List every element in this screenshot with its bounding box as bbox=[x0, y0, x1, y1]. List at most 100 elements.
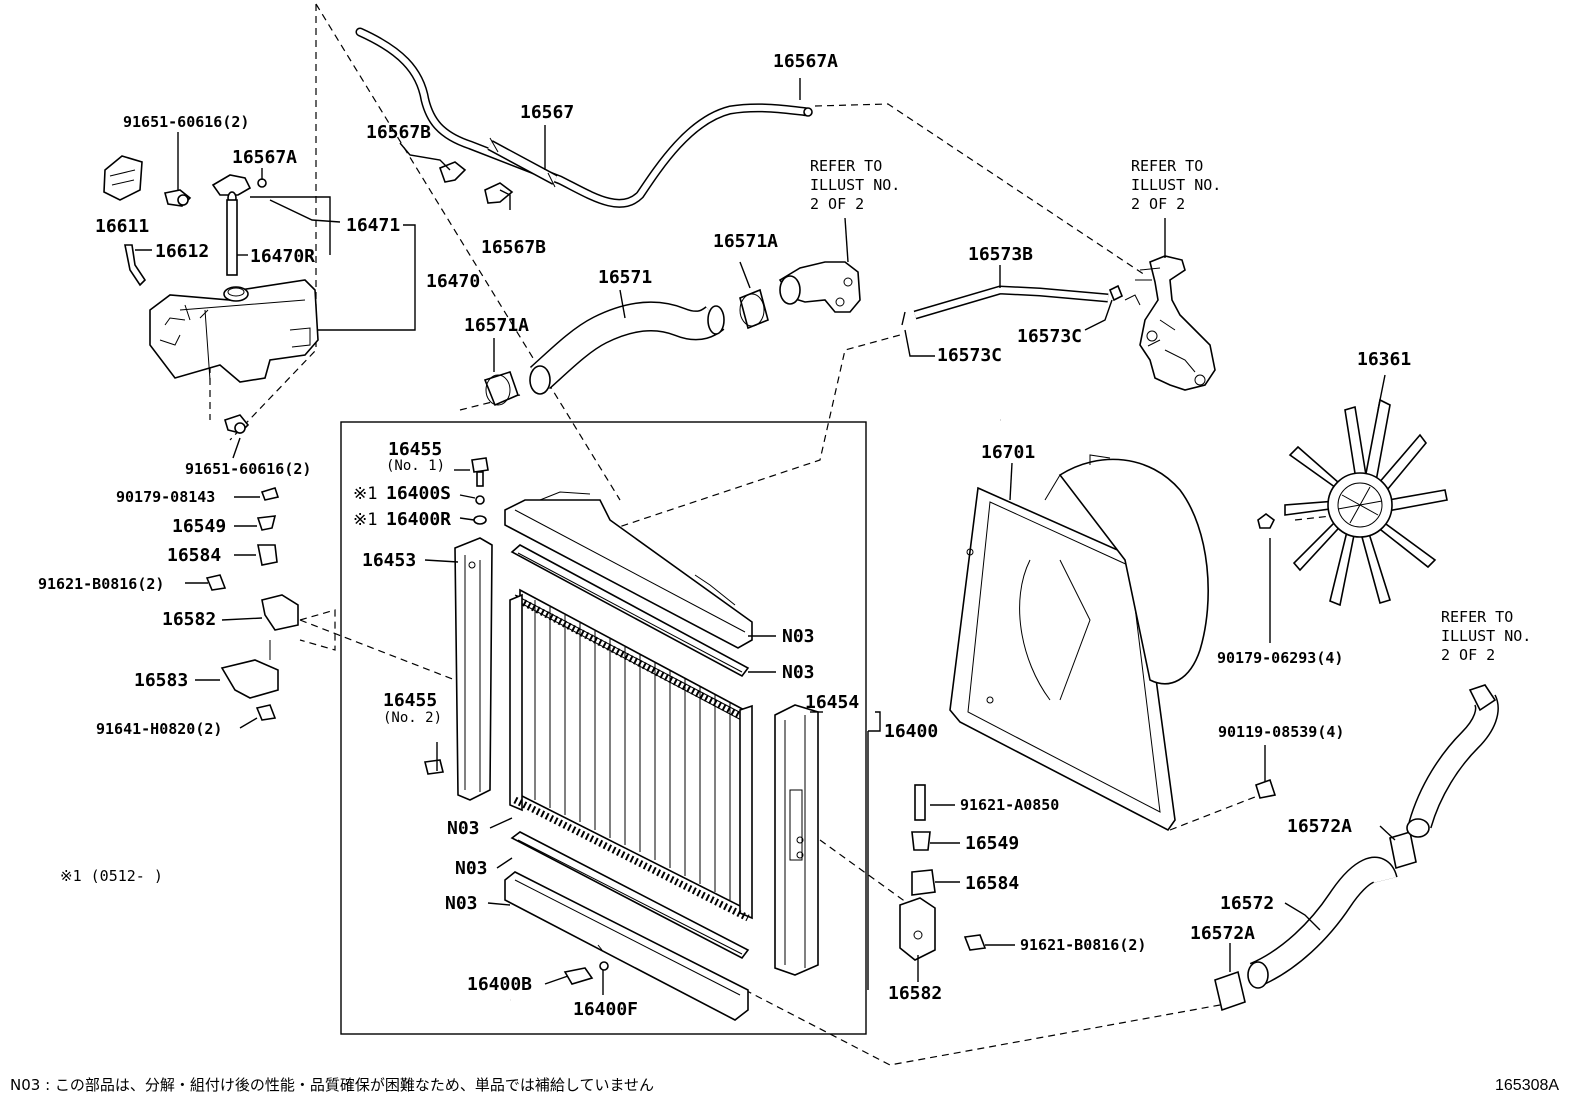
label-16454: 16454 bbox=[805, 692, 859, 713]
label-16573B: 16573B bbox=[968, 244, 1033, 265]
label-16455-no1: 16455 bbox=[388, 439, 442, 460]
part-labels: 16567A 16567 91651-60616(2) 16567B 16567… bbox=[38, 51, 1411, 1020]
label-16567A-top: 16567A bbox=[773, 51, 838, 72]
label-16361: 16361 bbox=[1357, 349, 1411, 370]
hose-16573B bbox=[901, 284, 1124, 326]
refer2-line2: ILLUST NO. bbox=[1131, 176, 1221, 194]
refer3-line3: 2 OF 2 bbox=[1441, 646, 1495, 664]
support-16453 bbox=[454, 537, 493, 801]
legend-note: N03 : この部品は、分解・組付け後の性能・品質確保が困難なため、単品では補給… bbox=[10, 1076, 654, 1094]
refer-note-1: REFER TO ILLUST NO. 2 OF 2 bbox=[810, 157, 900, 213]
label-16584-b: 16584 bbox=[965, 873, 1019, 894]
mark-16400S: ※1 bbox=[353, 484, 377, 504]
refer3-line2: ILLUST NO. bbox=[1441, 627, 1531, 645]
label-16470R: 16470R bbox=[250, 246, 315, 267]
solid-leaders bbox=[185, 78, 1396, 995]
label-16572A-a: 16572A bbox=[1287, 816, 1352, 837]
label-16572A-b: 16572A bbox=[1190, 923, 1255, 944]
label-16400: 16400 bbox=[884, 721, 938, 742]
label-16549-a: 16549 bbox=[172, 516, 226, 537]
radiator-frame-box bbox=[340, 421, 867, 1035]
water-inlet-pipe bbox=[1406, 684, 1499, 838]
label-16573C-b: 16573C bbox=[937, 345, 1002, 366]
label-16567: 16567 bbox=[520, 102, 574, 123]
label-16455-no2: 16455 bbox=[383, 690, 437, 711]
refer1-line2: ILLUST NO. bbox=[810, 176, 900, 194]
label-16582-b: 16582 bbox=[888, 983, 942, 1004]
label-no1: (No. 1) bbox=[386, 458, 445, 474]
label-90179-06293: 90179-06293(4) bbox=[1217, 649, 1343, 667]
label-16453: 16453 bbox=[362, 550, 416, 571]
bracket-16611 bbox=[103, 155, 192, 207]
hose-16567 bbox=[355, 27, 813, 208]
label-16400F: 16400F bbox=[573, 999, 638, 1020]
leaders-topleft bbox=[135, 132, 511, 459]
label-91641-H0820: 91641-H0820(2) bbox=[96, 720, 222, 738]
label-16400R: 16400R bbox=[386, 509, 451, 530]
refer3-line1: REFER TO bbox=[1441, 608, 1513, 626]
dashed-leaders bbox=[209, 3, 1341, 1066]
label-16471: 16471 bbox=[346, 215, 400, 236]
label-no2: (No. 2) bbox=[383, 710, 442, 726]
refer1-line3: 2 OF 2 bbox=[810, 195, 864, 213]
label-N03-4: N03 bbox=[455, 858, 488, 879]
label-91621-A0850: 91621-A0850 bbox=[960, 796, 1059, 814]
label-16583: 16583 bbox=[134, 670, 188, 691]
label-91621-B0816-b: 91621-B0816(2) bbox=[1020, 936, 1146, 954]
label-16400S: 16400S bbox=[386, 483, 451, 504]
label-91651-60616-b: 91651-60616(2) bbox=[185, 460, 311, 478]
refer2-line3: 2 OF 2 bbox=[1131, 195, 1185, 213]
clamp-16571A bbox=[483, 288, 769, 407]
fasteners-right bbox=[899, 778, 1277, 961]
label-16584-a: 16584 bbox=[167, 545, 221, 566]
clip-16567B bbox=[438, 161, 514, 204]
label-16582-a: 16582 bbox=[162, 609, 216, 630]
reservoir-tank bbox=[149, 279, 319, 383]
refer2-line1: REFER TO bbox=[1131, 157, 1203, 175]
label-91651-60616-a: 91651-60616(2) bbox=[123, 113, 249, 131]
tube-16470R bbox=[226, 199, 238, 276]
label-90119-08539: 90119-08539(4) bbox=[1218, 723, 1344, 741]
label-16571A-b: 16571A bbox=[464, 315, 529, 336]
fan-shroud bbox=[949, 454, 1209, 832]
label-16470: 16470 bbox=[426, 271, 480, 292]
footnote-mark: ※1 (0512- ) bbox=[60, 867, 163, 885]
label-16571: 16571 bbox=[598, 267, 652, 288]
label-16567B-a: 16567B bbox=[366, 122, 431, 143]
refer1-line1: REFER TO bbox=[810, 157, 882, 175]
radiator-assembly bbox=[504, 491, 753, 1021]
support-16454 bbox=[774, 704, 819, 976]
hose-16571 bbox=[529, 301, 725, 395]
refer-note-2: REFER TO ILLUST NO. 2 OF 2 bbox=[1131, 157, 1221, 213]
label-16572: 16572 bbox=[1220, 893, 1274, 914]
label-16573C-a: 16573C bbox=[1017, 326, 1082, 347]
mark-16400R: ※1 bbox=[353, 510, 377, 530]
water-outlet bbox=[778, 261, 861, 313]
refer-note-3: REFER TO ILLUST NO. 2 OF 2 bbox=[1441, 608, 1531, 664]
nut-90179-06293 bbox=[1257, 513, 1276, 529]
label-N03-3: N03 bbox=[447, 818, 480, 839]
label-N03-5: N03 bbox=[445, 893, 478, 914]
label-16611: 16611 bbox=[95, 216, 149, 237]
label-N03-2: N03 bbox=[782, 662, 815, 683]
cap-16567A bbox=[211, 174, 267, 205]
cooling-fan bbox=[1284, 398, 1448, 607]
clip-16612 bbox=[124, 244, 147, 287]
label-16567A-b: 16567A bbox=[232, 147, 297, 168]
fasteners-left bbox=[205, 457, 489, 775]
label-16701: 16701 bbox=[981, 442, 1035, 463]
label-16400B: 16400B bbox=[467, 974, 532, 995]
label-90179-08143: 90179-08143 bbox=[116, 488, 215, 506]
label-16571A-a: 16571A bbox=[713, 231, 778, 252]
label-91621-B0816-a: 91621-B0816(2) bbox=[38, 575, 164, 593]
bolt-91651-b bbox=[224, 414, 250, 434]
label-16612: 16612 bbox=[155, 241, 209, 262]
label-16567B-b: 16567B bbox=[481, 237, 546, 258]
label-16549-b: 16549 bbox=[965, 833, 1019, 854]
diagram-id: 165308A bbox=[1495, 1077, 1559, 1094]
label-N03-1: N03 bbox=[782, 626, 815, 647]
water-pump bbox=[1124, 255, 1216, 391]
hose-16572 bbox=[1214, 830, 1417, 1012]
